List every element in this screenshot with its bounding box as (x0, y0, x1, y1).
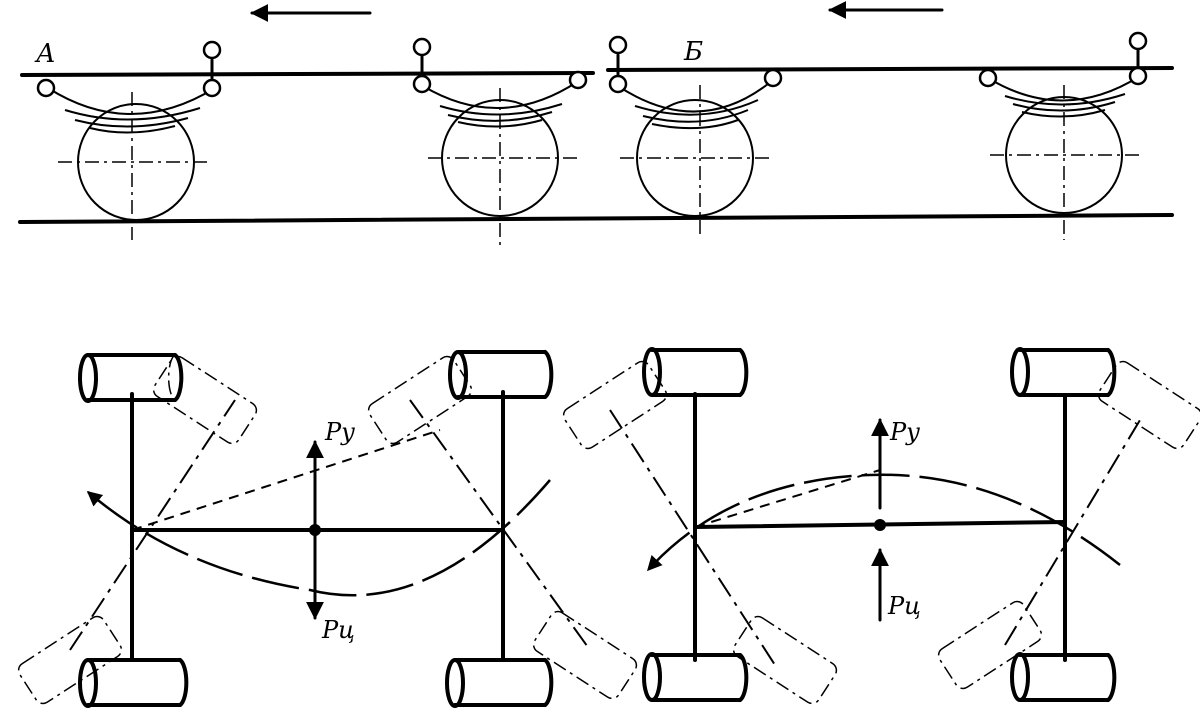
side-wheel-2 (412, 37, 588, 250)
force-label-y: Py (889, 418, 920, 446)
wheel-rear-right (445, 658, 554, 708)
spring-eye (1128, 66, 1148, 86)
wheel-rear-left (78, 658, 189, 708)
spring-eye (568, 70, 588, 90)
turn-path-arc (646, 473, 1121, 572)
shackle-pin (1128, 31, 1148, 51)
wheel-turned-rear-right (532, 610, 638, 700)
wheel-rear-right (1010, 652, 1117, 702)
frame-line-a (20, 71, 595, 77)
wheel-turned-rear-left (17, 615, 123, 705)
force-label-c: Pц (887, 592, 921, 620)
force-label-c: Pц (321, 616, 355, 644)
ground-line (18, 213, 1174, 224)
wheel-turned-front-right (1097, 360, 1200, 450)
wheel-front-left (78, 353, 184, 403)
frame-line-b (606, 66, 1174, 72)
wheel-turned-front-right (367, 355, 473, 445)
side-view-panel: А Б (18, 1, 1174, 250)
center-of-mass (874, 519, 886, 531)
spring-eye (36, 78, 56, 98)
spring-eye (763, 68, 783, 88)
shackle-pin (202, 40, 222, 60)
spring-eye (412, 74, 432, 94)
view-label-b: Б (683, 37, 703, 67)
wheel-front-left (642, 347, 749, 397)
plan-view-left: Py Pц (17, 350, 638, 708)
turn-path-arc (86, 479, 551, 597)
wheel-turned-front-left (562, 360, 668, 450)
wheel-turned-rear-right (937, 600, 1043, 690)
shackle-pin (412, 37, 432, 57)
wheel-front-right (1010, 347, 1117, 397)
wheel-turned-front-left (152, 355, 258, 445)
spring-eye (608, 74, 628, 94)
wheel-front-right (448, 350, 554, 400)
wheel-turned-rear-left (732, 615, 838, 705)
spring-eye (202, 78, 222, 98)
plan-view-right: Py Pц (562, 347, 1200, 705)
wheel-rear-left (642, 652, 749, 702)
side-wheel-3 (608, 35, 783, 238)
shackle-pin (608, 35, 628, 55)
side-wheel-4 (978, 31, 1148, 240)
view-label-a: А (34, 39, 56, 69)
side-wheel-1 (36, 40, 222, 240)
spring-eye (978, 68, 998, 88)
force-label-y: Py (324, 418, 355, 446)
